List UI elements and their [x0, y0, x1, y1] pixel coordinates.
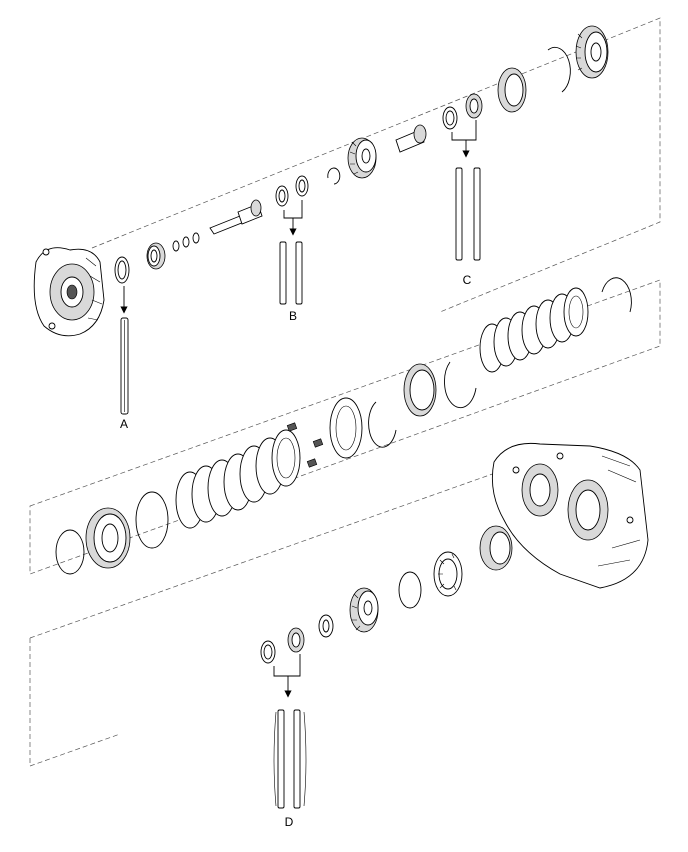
one-way-clutch-icon	[433, 551, 463, 597]
assembly-frame-top	[91, 17, 661, 313]
clutch-pack-right-icon	[479, 287, 589, 373]
transmission-case-icon	[491, 442, 649, 589]
pressure-plate-icon	[403, 363, 437, 417]
large-bearing-ring-icon	[497, 67, 527, 113]
snap-ring-middle-icon	[135, 491, 169, 549]
callout-b: B	[289, 309, 297, 323]
shim-d-edge-view	[273, 709, 307, 809]
bearing-icon	[146, 242, 166, 270]
shim-a-icon	[114, 256, 130, 284]
clutch-pack-left-icon	[175, 429, 301, 529]
snap-ring-middle-left-icon	[55, 529, 85, 575]
shim-c-edge-view	[455, 167, 481, 261]
callout-c: C	[463, 273, 472, 287]
shim-c2-icon	[465, 93, 483, 119]
snap-ring-d-icon	[444, 361, 477, 409]
input-shaft-icon	[209, 199, 263, 235]
snap-ring-c-icon	[368, 401, 397, 448]
snap-ring-right-icon	[601, 277, 632, 313]
shim-b2-icon	[295, 175, 309, 197]
shim-d2-icon	[287, 627, 305, 653]
splined-sleeve-icon	[395, 124, 427, 153]
shim-b1-icon	[275, 185, 289, 207]
drive-gear-icon	[575, 25, 609, 79]
shim-d1-icon	[260, 640, 276, 664]
counter-gear-icon	[349, 587, 379, 633]
seal-ring-icon	[172, 232, 200, 252]
small-washer-icon	[318, 614, 334, 638]
callout-a: A	[120, 417, 128, 431]
snap-ring-large-icon	[547, 46, 571, 93]
front-pump-housing-icon	[33, 247, 105, 337]
assembly-frame-bottom	[29, 449, 561, 767]
shim-c1-icon	[442, 106, 458, 130]
shim-b-edge-view	[279, 241, 303, 305]
spring-block-icon	[286, 422, 324, 468]
snap-ring-small-icon	[327, 167, 341, 185]
retainer-plate-icon	[329, 397, 363, 459]
shim-a-edge-view	[120, 317, 129, 415]
bearing-cup-icon	[479, 525, 513, 571]
output-gear-icon	[347, 137, 377, 179]
assembly-frame-middle	[29, 279, 661, 575]
callout-d: D	[285, 815, 294, 829]
piston-icon	[85, 507, 131, 569]
snap-ring-bottom-icon	[398, 571, 422, 609]
